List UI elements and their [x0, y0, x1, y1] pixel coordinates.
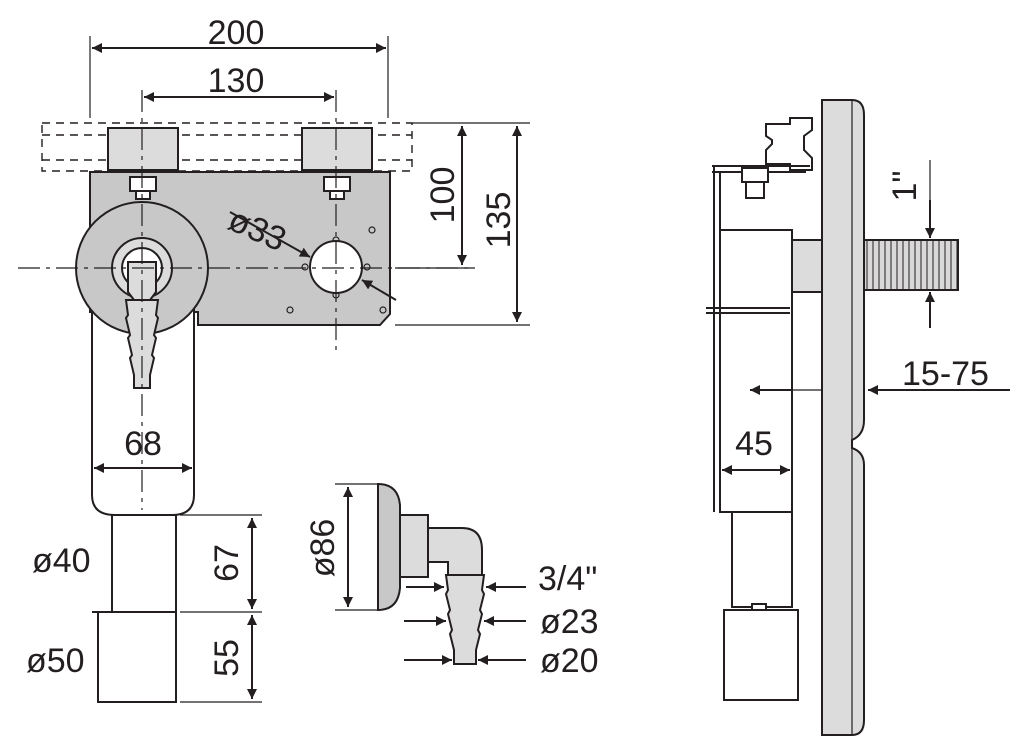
dimension-thread-3-4: 3/4": [538, 560, 597, 598]
dimension-height-100: 100: [424, 167, 462, 224]
front-view: 200 130 ø33 100 135 68 ø40 ø50 67 55: [18, 14, 530, 703]
dimension-depth-45: 45: [735, 425, 773, 463]
dimension-width-200: 200: [208, 14, 265, 52]
drain-pipe-50: [97, 611, 177, 703]
dimension-range-15-75: 15-75: [902, 355, 989, 393]
dimension-dia-50: ø50: [26, 642, 85, 680]
mounting-bracket: [765, 117, 813, 171]
bolt-right: [323, 176, 351, 200]
drain-pipe-side-upper: [731, 511, 793, 608]
rail-stud-right: [301, 127, 373, 171]
connector-detail: ø86 3/4" ø23 ø20: [304, 482, 599, 680]
elbow: [427, 527, 483, 576]
drain-pipe-side-lower: [723, 609, 799, 701]
side-view: 1" 15-75 45: [706, 99, 1010, 736]
bolt-left: [129, 176, 157, 200]
dimension-thread-1: 1": [886, 171, 924, 202]
hose-nozzle-front: [124, 299, 160, 389]
dimension-width-68: 68: [124, 425, 162, 463]
dimension-dia-40: ø40: [32, 542, 91, 580]
dimension-height-55: 55: [208, 639, 246, 677]
rail-stud-left: [107, 127, 179, 171]
hose-nozzle-detail: [444, 574, 486, 665]
dimension-height-135: 135: [480, 192, 518, 249]
dimension-width-130: 130: [208, 62, 265, 100]
dimension-dia-23: ø23: [540, 603, 599, 641]
dimension-dia-20: ø20: [540, 642, 599, 680]
threaded-spout: [863, 239, 959, 291]
wall-panel: [821, 99, 865, 736]
rosette-side: [377, 482, 401, 612]
drain-pipe-40: [111, 514, 177, 616]
dimension-height-67: 67: [208, 544, 246, 582]
dimension-dia-86: ø86: [304, 519, 342, 578]
